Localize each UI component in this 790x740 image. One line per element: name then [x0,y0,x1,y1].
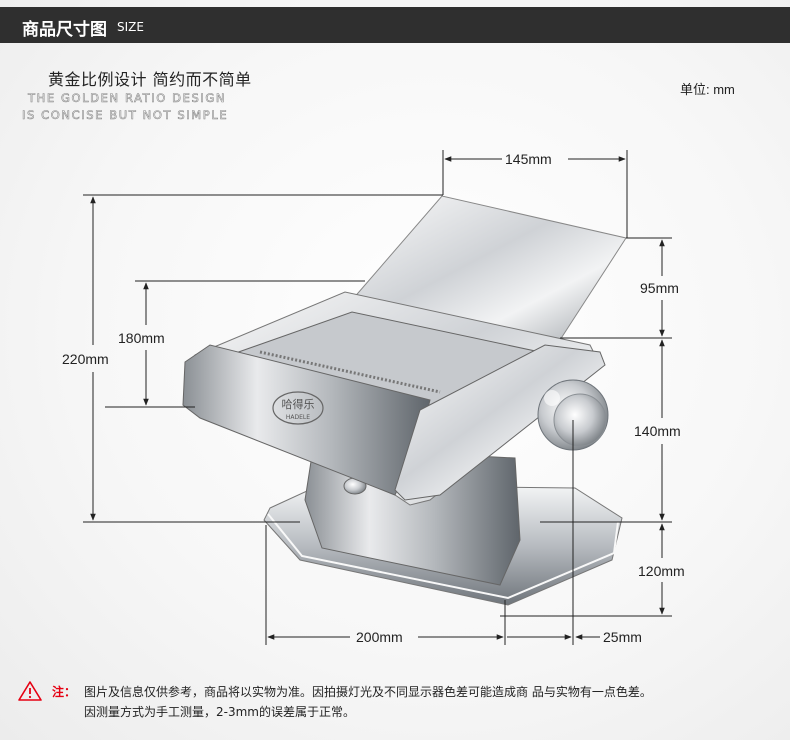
dim-base-height: 120mm [638,563,685,579]
notice-block: 注： 图片及信息仅供参考，商品将以实物为准。因拍摄灯光及不同显示器色差可能造成商… [18,680,778,724]
slogan-chinese: 黄金比例设计 简约而不简单 [48,70,252,89]
warning-icon [18,681,42,701]
slogan-english-line1: THE GOLDEN RATIO DESIGN [28,91,227,106]
unit-label: 单位: mm [680,82,735,97]
dim-crank-offset: 25mm [603,629,642,645]
dimension-lines [83,150,672,645]
notice-line-2: 因测量方式为手工测量，2-3mm的误差属于正常。 [84,705,355,719]
dim-base-width: 200mm [356,629,403,645]
dim-body-height: 140mm [634,423,681,439]
slogan-english-line2: IS CONCISE BUT NOT SIMPLE [22,108,229,123]
brand-sub: HADELE [286,414,310,421]
notice-line-1: 图片及信息仅供参考，商品将以实物为准。因拍摄灯光及不同显示器色差可能造成商 品与… [84,685,652,699]
dim-hopper-height: 95mm [640,280,679,296]
pasta-machine-image: 哈得乐 HADELE [182,195,627,606]
dim-top-width: 145mm [505,151,552,167]
section-title: 商品尺寸图 [22,20,107,40]
section-header: 商品尺寸图 SIZE [0,7,790,43]
brand-mark: 哈得乐 [282,398,315,411]
dim-total-height: 220mm [62,351,109,367]
brand-badge [272,391,324,425]
section-subtitle: SIZE [117,20,144,34]
dim-side-height: 180mm [118,330,165,346]
notice-label: 注： [52,685,77,699]
